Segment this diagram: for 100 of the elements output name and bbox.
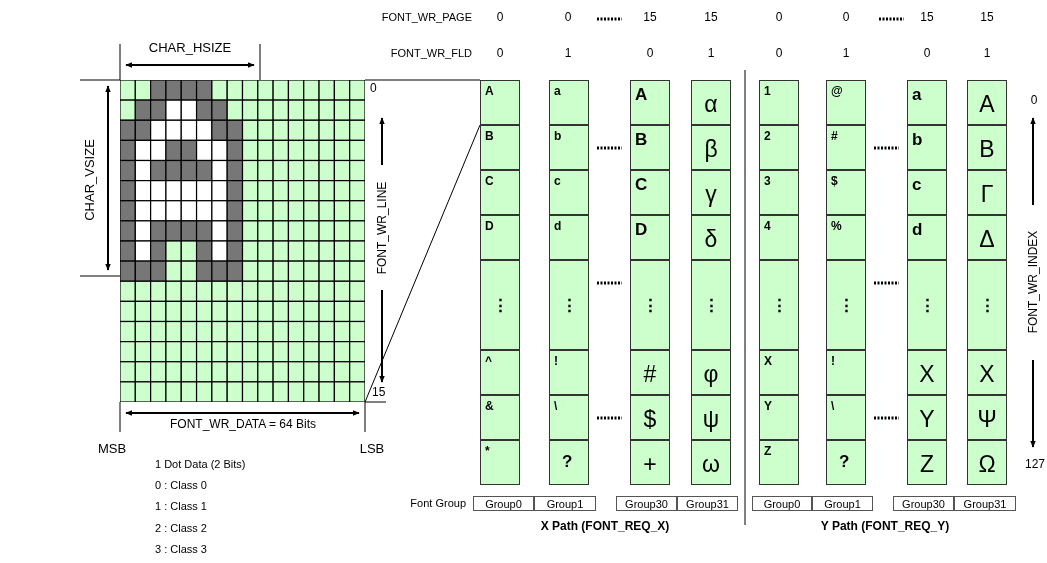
section-title: X Path (FONT_REQ_X) (540, 520, 670, 534)
character-cell (630, 395, 670, 440)
character-cell (691, 215, 731, 260)
pixel-grid-drawing (120, 80, 365, 402)
character-cell (691, 170, 731, 215)
cell-character: D (635, 221, 648, 238)
character-cell (907, 215, 947, 260)
cell-character: D (485, 220, 494, 232)
cell-character: ! (831, 355, 835, 367)
cell-character: 4 (764, 220, 771, 232)
character-cell (630, 350, 670, 395)
character-cell (549, 170, 589, 215)
character-cell (759, 350, 799, 395)
cell-character: 3 (764, 175, 771, 187)
character-cell (630, 440, 670, 485)
cell-character: \ (831, 400, 835, 412)
character-cell (907, 125, 947, 170)
header-value: 0 (496, 47, 504, 61)
group-label: Group1 (534, 496, 596, 511)
axis-title: FONT_WR_FLD (390, 47, 472, 60)
note-text: 1 : Class 1 (155, 500, 207, 513)
header-value: 15 (980, 11, 994, 25)
character-cell (907, 170, 947, 215)
character-cell (826, 170, 866, 215)
dimension-label: FONT_WR_DATA = 64 Bits (170, 418, 316, 432)
cell-character: φ (703, 362, 719, 386)
group-label: Group30 (893, 496, 954, 511)
character-cell (480, 170, 520, 215)
character-cell (759, 260, 799, 350)
character-cell (549, 80, 589, 125)
cell-character: ! (554, 355, 558, 367)
zoom-line (364, 124, 481, 403)
cell-character: α (704, 92, 718, 116)
cell-character: ⋮ (918, 296, 936, 314)
cell-character: $ (831, 175, 838, 187)
character-cell (826, 125, 866, 170)
header-value: 0 (775, 11, 783, 25)
index-label: 15 (372, 386, 386, 400)
cell-character: # (643, 362, 657, 386)
cell-character: % (831, 220, 842, 232)
cell-character: b (912, 131, 923, 148)
header-value: 15 (704, 11, 718, 25)
bit-label: MSB (97, 442, 127, 457)
cell-character: # (831, 130, 838, 142)
row-label: Font Group (410, 497, 466, 510)
character-cell (630, 80, 670, 125)
character-cell (691, 260, 731, 350)
character-cell (630, 260, 670, 350)
cell-character: + (643, 452, 657, 476)
cell-character: ⋮ (641, 296, 659, 314)
character-cell (691, 80, 731, 125)
group-label: Group31 (954, 496, 1016, 511)
index-label: 0 (370, 82, 377, 96)
cell-character: Ω (978, 452, 996, 476)
cell-character: C (485, 175, 494, 187)
character-cell (759, 395, 799, 440)
cell-character: ⋮ (978, 296, 996, 314)
cell-character: ω (702, 452, 720, 476)
note-text: 2 : Class 2 (155, 522, 207, 535)
cell-character: b (554, 130, 562, 142)
character-cell (691, 350, 731, 395)
cell-character: a (554, 85, 561, 97)
character-cell (907, 80, 947, 125)
index-label: 0 (1030, 94, 1038, 108)
cell-character: Α (979, 92, 995, 116)
axis-title: FONT_WR_LINE (376, 181, 390, 275)
cell-character: c (554, 175, 561, 187)
character-cell (759, 80, 799, 125)
character-cell (826, 440, 866, 485)
section-title: Y Path (FONT_REQ_Y) (820, 520, 950, 534)
cell-character: & (485, 400, 494, 412)
character-cell (759, 170, 799, 215)
cell-character: Z (764, 445, 772, 457)
character-cell (907, 350, 947, 395)
header-value: 15 (920, 11, 934, 25)
character-cell (967, 125, 1007, 170)
character-cell (691, 395, 731, 440)
cell-character: Γ (980, 182, 994, 206)
bit-label: LSB (359, 442, 385, 457)
header-value: 0 (842, 11, 850, 25)
header-value: 0 (923, 47, 931, 61)
character-cell (691, 125, 731, 170)
cell-character: d (554, 220, 562, 232)
character-cell (907, 440, 947, 485)
cell-character: C (635, 176, 648, 193)
cell-character: c (912, 176, 922, 193)
character-cell (826, 215, 866, 260)
dimension-label: CHAR_HSIZE (148, 41, 232, 56)
character-cell (907, 395, 947, 440)
cell-character: Β (979, 137, 995, 161)
cell-character: ? (562, 453, 573, 470)
character-cell (480, 215, 520, 260)
header-value: 1 (842, 47, 850, 61)
cell-character: * (485, 445, 490, 457)
header-value: 1 (983, 47, 991, 61)
character-cell (480, 350, 520, 395)
character-cell (549, 350, 589, 395)
character-cell (630, 170, 670, 215)
character-cell (549, 395, 589, 440)
cell-character: ^ (485, 355, 492, 367)
